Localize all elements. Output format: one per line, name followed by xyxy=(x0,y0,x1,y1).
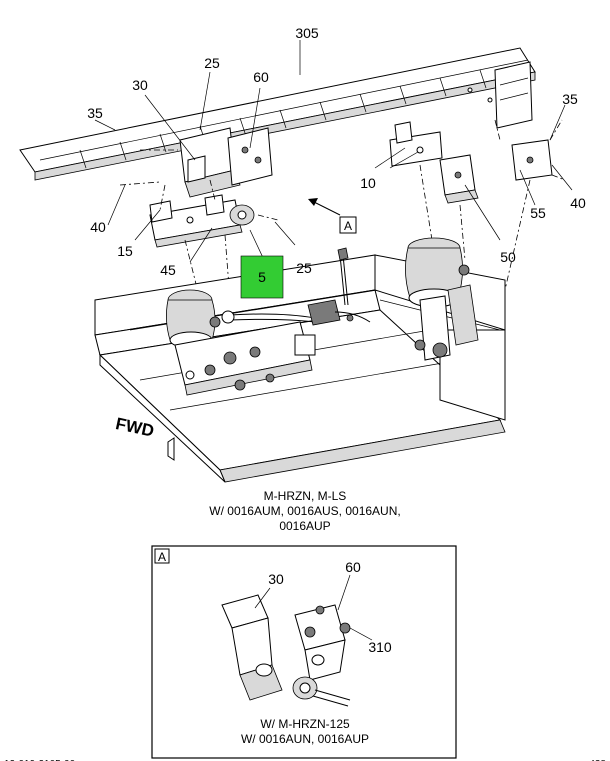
callout-15: 15 xyxy=(117,243,133,259)
view-a-reference[interactable]: A xyxy=(339,216,357,234)
fwd-arrow-icon xyxy=(167,437,175,461)
right-assembly-guide-lines xyxy=(419,119,566,291)
left-assembly-guide-lines xyxy=(119,149,279,301)
callout-5-highlight[interactable]: 5 xyxy=(240,255,284,299)
footer-drawing-number: 12-019-2105-00 xyxy=(4,759,76,761)
fwd-label: FWD xyxy=(114,414,156,441)
detail-bracket-60 xyxy=(294,604,351,681)
detail-note-line-2: W/ 0016AUN, 0016AUP xyxy=(241,732,369,746)
right-upper-brackets xyxy=(389,121,553,204)
callout-leader-lines xyxy=(94,40,573,263)
callout-40-left: 40 xyxy=(90,219,106,235)
lower-left-air-spring-brackets xyxy=(149,194,255,248)
right-shock-absorber xyxy=(414,284,479,361)
callout-5: 5 xyxy=(258,269,266,285)
caption-line-3: 0016AUP xyxy=(279,519,330,533)
callout-55: 55 xyxy=(530,205,546,221)
detail-callout-30: 30 xyxy=(268,571,284,587)
highlight-box xyxy=(240,255,284,299)
detail-callout-60: 60 xyxy=(345,559,361,575)
frame-crossmember-rail xyxy=(19,47,536,181)
callout-50: 50 xyxy=(500,249,516,265)
view-a-reference-label: A xyxy=(344,219,352,233)
callout-10: 10 xyxy=(360,175,376,191)
callout-35-left: 35 xyxy=(87,105,103,121)
view-a-direction-arrow xyxy=(308,198,341,216)
callout-40-right: 40 xyxy=(570,195,586,211)
detail-view-tag: A xyxy=(158,550,166,564)
callout-60: 60 xyxy=(253,69,269,85)
detail-bracket-30 xyxy=(221,594,283,701)
callout-305: 305 xyxy=(295,25,319,41)
caption-line-2: W/ 0016AUM, 0016AUS, 0016AUN, xyxy=(209,504,400,518)
callout-35-right: 35 xyxy=(562,91,578,107)
detail-linkage-end xyxy=(292,676,351,707)
footer-page-number: 438 xyxy=(589,759,606,761)
caption-line-1: M-HRZN, M-LS xyxy=(264,489,347,503)
callout-25-top: 25 xyxy=(204,55,220,71)
height-control-valve-linkage xyxy=(221,247,371,326)
callout-30: 30 xyxy=(132,77,148,93)
upper-left-mounting-brackets xyxy=(179,127,273,198)
callout-25-bottom: 25 xyxy=(296,260,312,276)
detail-note-line-1: W/ M-HRZN-125 xyxy=(260,717,350,731)
detail-view-a: A 30 60 310 W/ M-H xyxy=(151,545,457,759)
left-axle-seat-assembly xyxy=(174,321,316,396)
detail-view-frame xyxy=(151,545,457,759)
callout-45: 45 xyxy=(160,262,176,278)
detail-view-tag-box xyxy=(154,548,170,564)
detail-callout-310: 310 xyxy=(368,639,392,655)
